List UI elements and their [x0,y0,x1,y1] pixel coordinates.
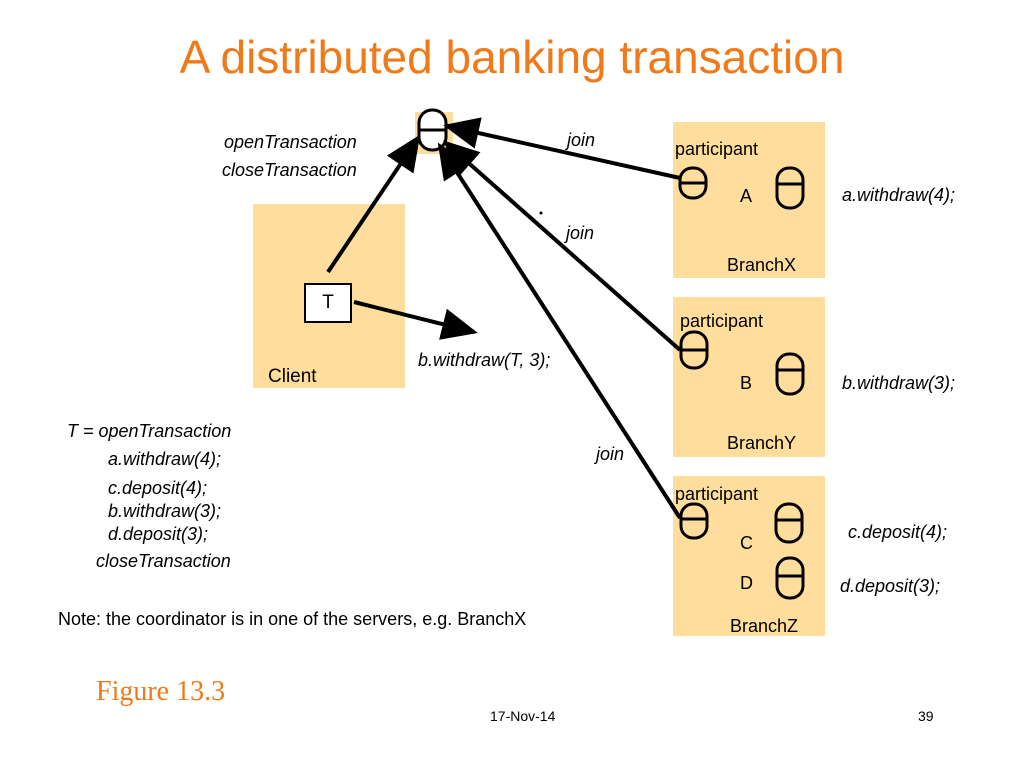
stray-dot [539,211,543,215]
branch-x-box [673,122,825,278]
branch-z-join-label: join [596,444,625,464]
branch-z-op-c: c.deposit(4); [848,522,948,542]
branch-x-name: BranchX [727,255,797,275]
slide-title: A distributed banking transaction [179,31,845,83]
join-arrow-branch-x [443,117,681,180]
footer-page-number: 39 [918,708,934,724]
branch-y-participant-capsule-icon [679,330,709,370]
code-line-1: T = openTransaction [67,421,232,441]
join-arrow-branch-y [443,140,682,352]
code-line-4: b.withdraw(3); [108,501,222,521]
branch-y-participant: participant [680,311,764,331]
branch-y-object-b: B [740,373,753,393]
client-label: Client [268,366,317,387]
code-line-3: c.deposit(4); [108,478,208,498]
figure-label: Figure 13.3 [96,676,226,707]
join-arrow-branch-z [437,142,682,520]
branch-z-name: BranchZ [730,616,799,636]
branch-y-box [673,297,825,457]
transaction-box: T [304,283,352,323]
branch-z-object-d: D [740,573,753,593]
coordinator-op-open: openTransaction [224,132,357,152]
client-to-coordinator-arrow [326,134,421,274]
branch-x-join-label: join [567,130,596,150]
branch-x-participant: participant [675,139,759,159]
branch-z-box [673,476,825,636]
branch-z-object-c-capsule-icon [774,502,804,544]
branch-x-op: a.withdraw(4); [842,185,956,205]
branch-z-object-c: C [740,533,753,553]
client-call-label: b.withdraw(T, 3); [418,350,551,370]
branch-x-participant-capsule-icon [678,166,708,200]
coordinator-note: Note: the coordinator is in one of the s… [58,609,527,629]
branch-z-participant-capsule-icon [679,502,709,540]
branch-y-op: b.withdraw(3); [842,373,956,393]
code-line-2: a.withdraw(4); [108,449,222,469]
code-line-5: d.deposit(3); [108,524,209,544]
branch-y-object-b-capsule-icon [775,352,805,396]
branch-y-name: BranchY [727,433,797,453]
branch-x-object-a: A [740,186,753,206]
footer-date: 17-Nov-14 [490,708,556,724]
coordinator-capsule-icon [417,108,448,152]
branch-z-participant: participant [675,484,759,504]
branch-z-object-d-capsule-icon [775,556,805,600]
transaction-to-call-arrow [353,300,478,340]
code-line-6: closeTransaction [96,551,231,571]
branch-z-op-d: d.deposit(3); [840,576,941,596]
branch-x-object-a-capsule-icon [775,166,805,210]
coordinator-op-close: closeTransaction [222,160,357,180]
branch-y-join-label: join [566,223,595,243]
